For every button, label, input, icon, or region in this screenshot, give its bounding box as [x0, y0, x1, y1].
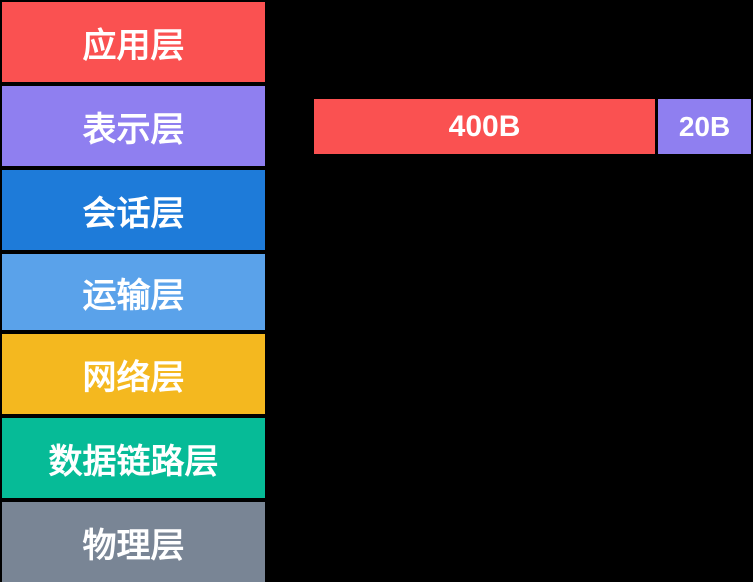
layer-label: 会话层 [82, 193, 185, 234]
segment-label: 20B [678, 110, 731, 142]
packet-data-segment: 400B [314, 99, 655, 154]
layer-label: 物理层 [82, 525, 185, 566]
layer-label: 数据链路层 [48, 441, 219, 482]
packet-header-segment: 20B [658, 99, 751, 154]
layer-transport: 运输层 [2, 254, 265, 330]
layer-label: 应用层 [82, 25, 185, 66]
layer-network: 网络层 [2, 334, 265, 414]
layer-label: 网络层 [82, 357, 185, 398]
layer-physical: 物理层 [2, 502, 265, 582]
layer-session: 会话层 [2, 170, 265, 250]
layer-label: 运输层 [82, 275, 185, 316]
layer-application: 应用层 [2, 2, 265, 82]
layer-label: 表示层 [82, 109, 185, 150]
layer-presentation: 表示层 [2, 86, 265, 166]
layer-data-link: 数据链路层 [2, 418, 265, 498]
segment-label: 400B [448, 109, 521, 143]
